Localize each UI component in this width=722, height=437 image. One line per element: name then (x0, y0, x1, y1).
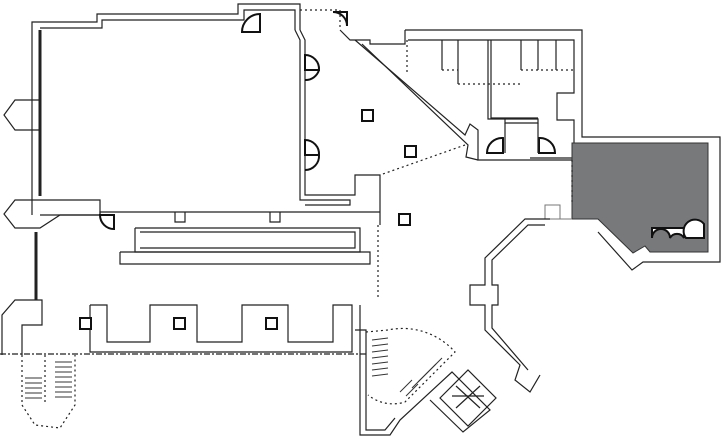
column (398, 213, 411, 226)
entrance-marker-lower (3, 199, 101, 229)
column (173, 317, 186, 330)
corridor (119, 227, 371, 265)
west-stair (21, 355, 76, 429)
east-corridor (469, 204, 572, 393)
column (361, 109, 374, 122)
elevator (439, 369, 497, 427)
north-rooms (405, 29, 721, 271)
main-hall (31, 3, 381, 300)
lobby (300, 9, 572, 300)
southeast-stair (355, 305, 497, 436)
east-room (571, 142, 709, 254)
column (265, 317, 278, 330)
east-room-doors (651, 227, 685, 242)
column (404, 145, 417, 158)
column (79, 317, 92, 330)
entrance-marker-upper (3, 99, 41, 131)
south-rooms (0, 299, 366, 355)
doors (98, 11, 557, 231)
